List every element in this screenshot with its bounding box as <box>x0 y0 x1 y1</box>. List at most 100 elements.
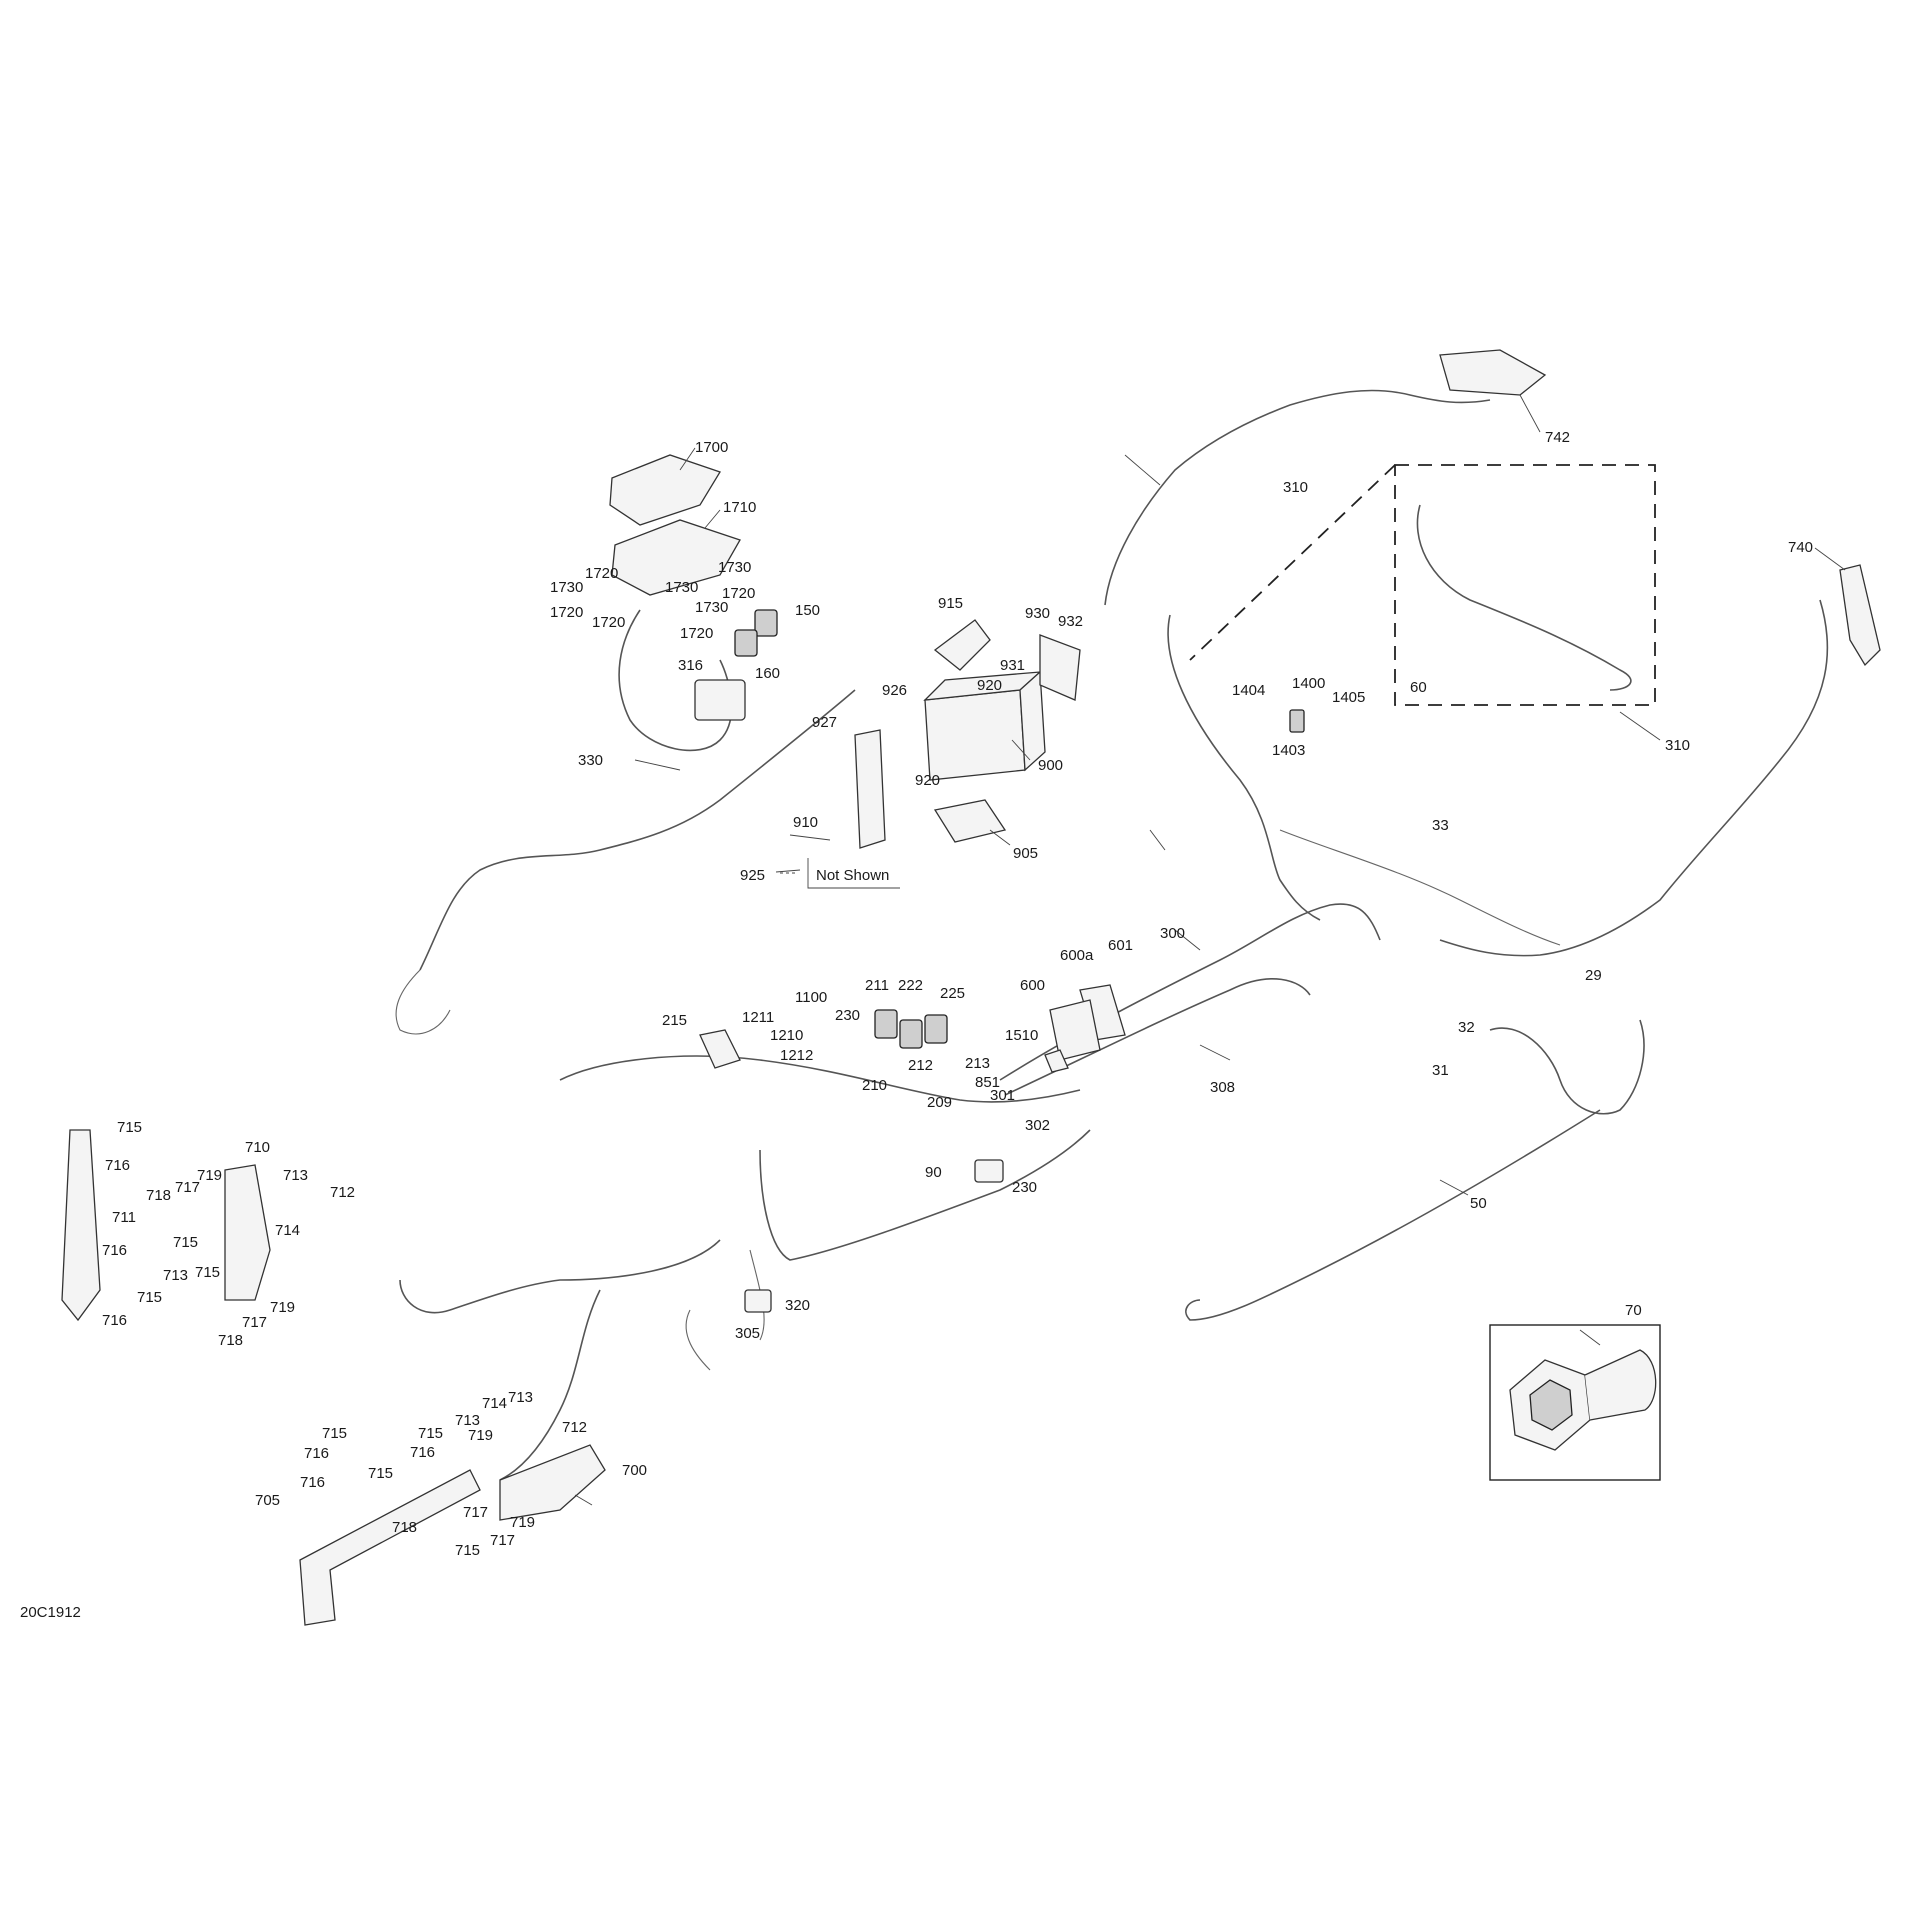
label-213: 213 <box>965 1055 990 1072</box>
part-150-connector <box>754 609 778 637</box>
label-1720: 1720 <box>585 565 618 582</box>
part-900-battery <box>923 670 1046 781</box>
label-719: 719 <box>270 1299 295 1316</box>
part-910-holder <box>854 729 886 849</box>
label-90: 90 <box>925 1164 942 1181</box>
part-70-bushing <box>1509 1349 1657 1451</box>
label-717: 717 <box>490 1532 515 1549</box>
part-60-sub-harness <box>1416 504 1632 691</box>
label-926: 926 <box>882 682 907 699</box>
label-230: 230 <box>1012 1179 1037 1196</box>
label-70: 70 <box>1625 1302 1642 1319</box>
label-212: 212 <box>908 1057 933 1074</box>
label-715: 715 <box>173 1234 198 1251</box>
note-not-shown: Not Shown <box>816 867 889 884</box>
label-932: 932 <box>1058 613 1083 630</box>
label-719: 719 <box>510 1514 535 1531</box>
label-211: 211 <box>865 977 889 994</box>
label-740: 740 <box>1788 539 1813 556</box>
label-320: 320 <box>785 1297 810 1314</box>
label-716: 716 <box>300 1474 325 1491</box>
label-230: 230 <box>835 1007 860 1024</box>
label-712: 712 <box>330 1184 355 1201</box>
label-713: 713 <box>163 1267 188 1284</box>
label-1720: 1720 <box>592 614 625 631</box>
part-705-lamp-bar <box>299 1469 481 1626</box>
label-711: 711 <box>112 1209 136 1226</box>
part-700-headlamp <box>499 1444 606 1521</box>
part-740-lamp <box>1839 564 1881 667</box>
harness-left-down-2 <box>499 1289 601 1481</box>
part-215-connector <box>699 1029 741 1069</box>
label-920: 920 <box>915 772 940 789</box>
label-716: 716 <box>410 1444 435 1461</box>
label-715: 715 <box>322 1425 347 1442</box>
label-300: 300 <box>1160 925 1185 942</box>
label-215: 215 <box>662 1012 687 1029</box>
label-900: 900 <box>1038 757 1063 774</box>
part-1700-module-cover <box>609 454 721 526</box>
label-705: 705 <box>255 1492 280 1509</box>
label-719: 719 <box>468 1427 493 1444</box>
parts <box>61 349 1881 1626</box>
harness-branch-right <box>1279 829 1561 946</box>
label-700: 700 <box>622 1462 647 1479</box>
not-shown-note: Not Shown <box>780 858 900 889</box>
label-600: 600 <box>1020 977 1045 994</box>
part-1710-bracket <box>611 519 741 596</box>
label-1730: 1730 <box>718 559 751 576</box>
label-717: 717 <box>175 1179 200 1196</box>
label-713: 713 <box>283 1167 308 1184</box>
label-33: 33 <box>1432 817 1449 834</box>
label-915: 915 <box>938 595 963 612</box>
part-742-lamp <box>1439 349 1547 396</box>
harness-330 <box>419 689 856 971</box>
label-1403: 1403 <box>1272 742 1305 759</box>
harness-left-down <box>399 1239 721 1314</box>
part-711-lamp <box>61 1129 101 1322</box>
part-222-switch <box>899 1019 923 1049</box>
harness-330-end <box>395 969 451 1035</box>
label-716: 716 <box>102 1312 127 1329</box>
label-1404: 1404 <box>1232 682 1265 699</box>
harness-main-left <box>559 1055 1081 1103</box>
label-600a: 600a <box>1060 947 1094 964</box>
part-600-module <box>1049 999 1101 1061</box>
label-718: 718 <box>218 1332 243 1349</box>
label-50: 50 <box>1470 1195 1487 1212</box>
label-716: 716 <box>105 1157 130 1174</box>
label-225: 225 <box>940 985 965 1002</box>
label-712: 712 <box>562 1419 587 1436</box>
label-717: 717 <box>463 1504 488 1521</box>
part-930-module <box>1039 634 1081 701</box>
label-713: 713 <box>508 1389 533 1406</box>
detail-box-60 <box>1394 464 1656 706</box>
part-320-connector <box>744 1289 772 1313</box>
label-1510: 1510 <box>1005 1027 1038 1044</box>
part-330-relay <box>694 679 746 721</box>
label-715: 715 <box>195 1264 220 1281</box>
label-716: 716 <box>304 1445 329 1462</box>
part-1400-sensor <box>1289 709 1305 733</box>
part-710-lamp-housing <box>224 1164 271 1301</box>
part-905-pad <box>933 799 1007 843</box>
label-209: 209 <box>927 1094 952 1111</box>
label-717: 717 <box>242 1314 267 1331</box>
label-1730: 1730 <box>550 579 583 596</box>
label-1720: 1720 <box>722 585 755 602</box>
label-330: 330 <box>578 752 603 769</box>
harness-50 <box>1185 1109 1601 1321</box>
label-714: 714 <box>482 1395 507 1412</box>
label-925: 925 <box>740 867 765 884</box>
label-1730: 1730 <box>695 599 728 616</box>
label-931: 931 <box>1000 657 1025 674</box>
label-715: 715 <box>117 1119 142 1136</box>
part-915-bracket <box>933 619 991 671</box>
label-718: 718 <box>146 1187 171 1204</box>
label-210: 210 <box>862 1077 887 1094</box>
label-1720: 1720 <box>680 625 713 642</box>
part-160-connector <box>734 629 758 657</box>
harness-308 <box>1004 978 1311 1096</box>
harness-vertical-mid <box>1167 614 1321 921</box>
label-715: 715 <box>137 1289 162 1306</box>
